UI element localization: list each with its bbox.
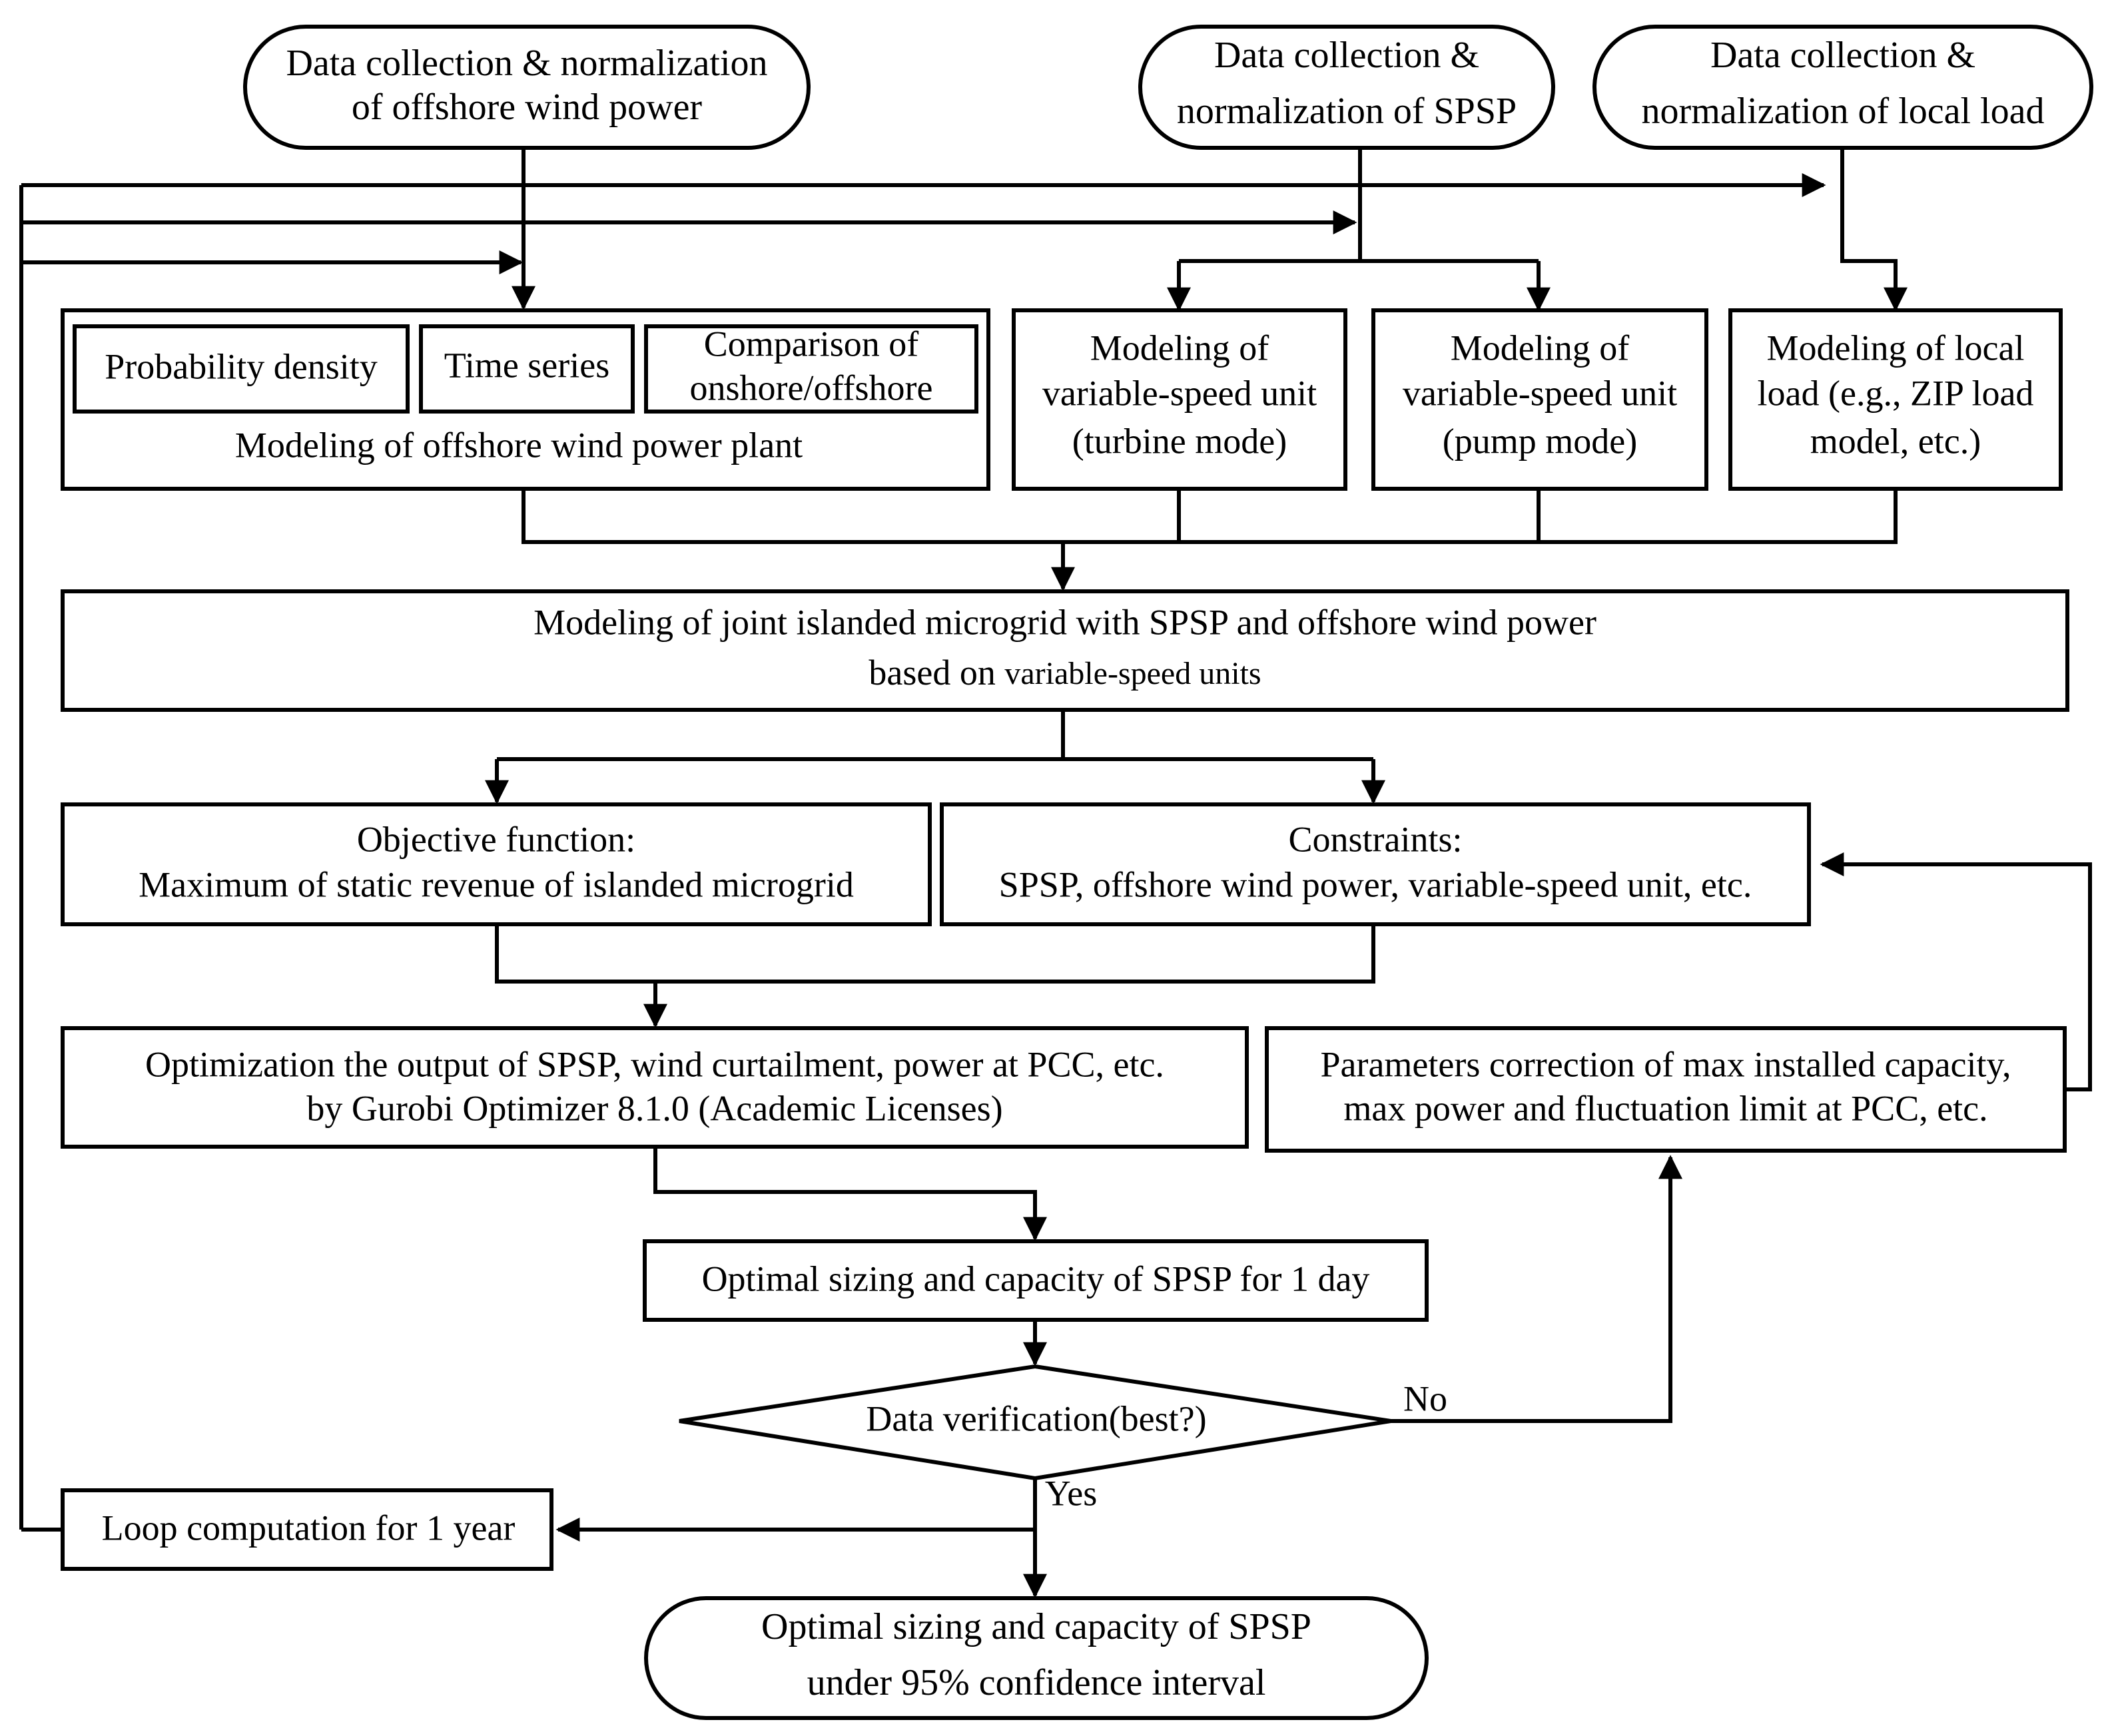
spsp-data-line1: Data collection & [1214, 35, 1479, 76]
joint-model-line1: Modeling of joint islanded microgrid wit… [533, 602, 1596, 642]
wind-data-line1: Data collection & normalization [286, 43, 767, 84]
turbine-model-line1: Modeling of [1090, 328, 1269, 368]
objective-line2: Maximum of static revenue of islanded mi… [139, 864, 854, 904]
turbine-model-line2: variable-speed unit [1042, 373, 1317, 413]
node-load-data: Data collection & normalization of local… [1592, 25, 2093, 150]
node-loop: Loop computation for 1 year [61, 1488, 553, 1571]
comparison-line2: onshore/offshore [690, 368, 933, 408]
load-model-line1: Modeling of local [1767, 328, 2025, 368]
constraints-line1: Constraints: [1288, 819, 1462, 859]
spsp-data-line2: normalization of SPSP [1177, 91, 1517, 132]
pump-model-line2: variable-speed unit [1403, 373, 1677, 413]
node-joint-model: Modeling of joint islanded microgrid wit… [61, 589, 2069, 712]
final-line1: Optimal sizing and capacity of SPSP [761, 1606, 1311, 1647]
arrow-correction-to-constraints [1820, 852, 2092, 1091]
node-wind-model: Probability density Time series Comparis… [61, 308, 990, 491]
comparison-line1: Comparison of [704, 324, 918, 364]
pump-model-line1: Modeling of [1451, 328, 1629, 368]
wind-model-caption: Modeling of offshore wind power plant [235, 425, 803, 465]
joint-model-line2a: based on [869, 653, 1004, 693]
verification-no-label: No [1403, 1378, 1447, 1418]
arrow-to-daily-sizing [653, 1147, 1047, 1241]
correction-line2: max power and fluctuation limit at PCC, … [1343, 1088, 1987, 1128]
correction-line1: Parameters correction of max installed c… [1320, 1044, 2011, 1084]
objective-line1: Objective function: [357, 819, 635, 859]
final-line2: under 95% confidence interval [807, 1662, 1266, 1703]
load-data-line2: normalization of local load [1642, 91, 2045, 132]
load-data-line1: Data collection & [1710, 35, 1975, 76]
daily-sizing-label: Optimal sizing and capacity of SPSP for … [702, 1259, 1370, 1299]
time-series-label: Time series [444, 345, 610, 385]
joint-model-line2b: variable-speed units [1004, 656, 1261, 691]
node-spsp-data: Data collection & normalization of SPSP [1138, 25, 1555, 150]
node-optimization: Optimization the output of SPSP, wind cu… [61, 1026, 1249, 1149]
node-constraints: Constraints: SPSP, offshore wind power, … [940, 802, 1811, 926]
loop-label: Loop computation for 1 year [102, 1508, 516, 1548]
node-verification: Data verification(best?) No Yes [679, 1364, 1447, 1513]
pump-model-line3: (pump mode) [1443, 421, 1637, 461]
turbine-model-line3: (turbine mode) [1072, 421, 1287, 461]
arrow-to-load-model [1840, 148, 1908, 312]
line-models-merge [522, 489, 1898, 544]
node-daily-sizing: Optimal sizing and capacity of SPSP for … [643, 1239, 1429, 1322]
connectors [19, 148, 2092, 1598]
load-model-line2: load (e.g., ZIP load [1758, 373, 2034, 413]
line-obj-cons-merge [495, 924, 1375, 984]
node-objective: Objective function: Maximum of static re… [61, 802, 932, 926]
node-load-model: Modeling of local load (e.g., ZIP load m… [1728, 308, 2063, 491]
node-wind-data: Data collection & normalization of offsh… [243, 25, 811, 150]
joint-model-line2: based on variable-speed units [869, 653, 1261, 693]
node-final: Optimal sizing and capacity of SPSP unde… [644, 1596, 1429, 1720]
optimization-line2: by Gurobi Optimizer 8.1.0 (Academic Lice… [306, 1088, 1002, 1128]
verification-label: Data verification(best?) [866, 1398, 1206, 1438]
optimization-line1: Optimization the output of SPSP, wind cu… [145, 1044, 1164, 1084]
wind-data-line2: of offshore wind power [352, 87, 703, 128]
node-pump-model: Modeling of variable-speed unit (pump mo… [1371, 308, 1708, 491]
load-model-line3: model, etc.) [1810, 421, 1981, 461]
verification-yes-label: Yes [1045, 1473, 1098, 1513]
node-turbine-model: Modeling of variable-speed unit (turbine… [1012, 308, 1347, 491]
prob-density-label: Probability density [105, 346, 377, 386]
node-correction: Parameters correction of max installed c… [1265, 1026, 2067, 1153]
arrow-no-to-correction [1391, 1155, 1682, 1423]
constraints-line2: SPSP, offshore wind power, variable-spee… [999, 864, 1752, 904]
